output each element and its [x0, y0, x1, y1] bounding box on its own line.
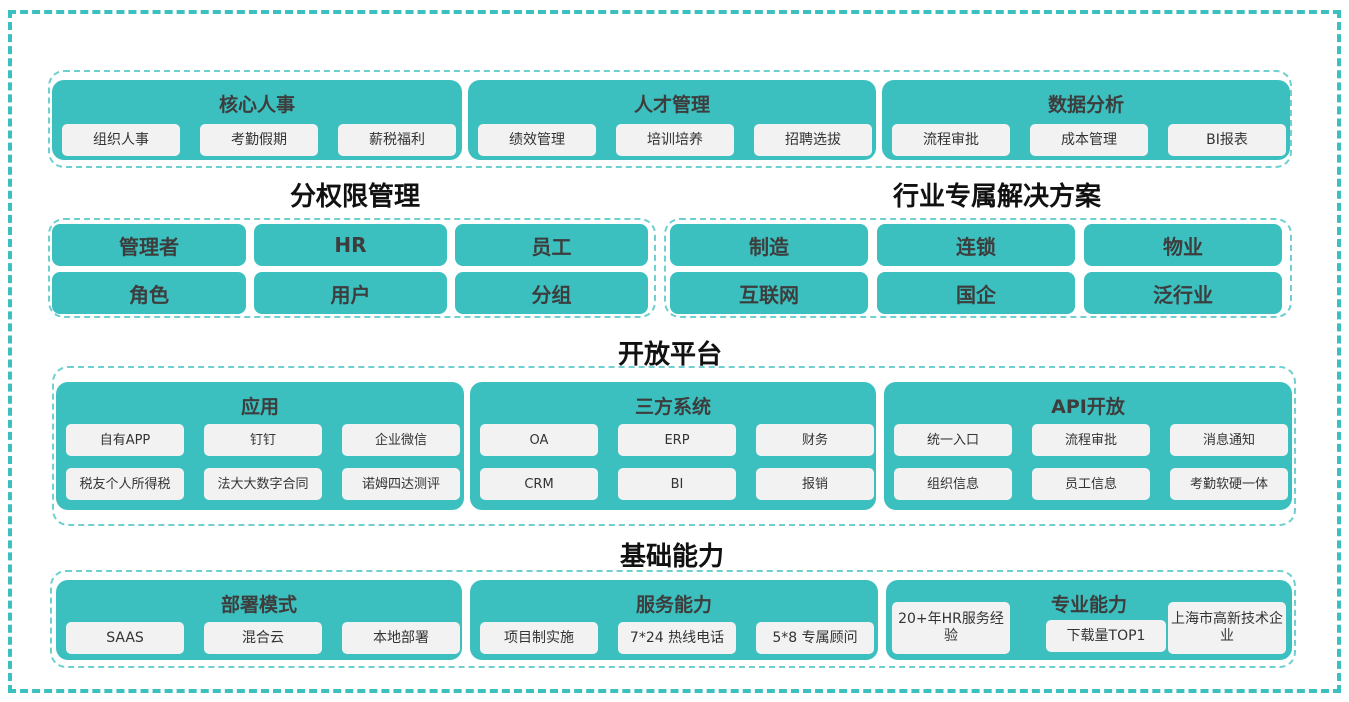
feature-chip[interactable]: 20+年HR服务经验: [892, 602, 1010, 654]
industry-cell[interactable]: 制造: [670, 224, 868, 266]
module-panel: 数据分析流程审批成本管理 BI报表: [882, 80, 1290, 160]
feature-chip[interactable]: 钉钉: [204, 424, 322, 456]
feature-chip[interactable]: 考勤软硬一体: [1170, 468, 1288, 500]
feature-chip[interactable]: 诺姆四达测评: [342, 468, 460, 500]
feature-chip[interactable]: 考勤假期: [200, 124, 318, 156]
platform-panel: 三方系统 OA ERP 财务 CRM BI 报销: [470, 382, 876, 510]
panel-title: 应用: [240, 396, 279, 418]
permission-cell[interactable]: HR: [254, 224, 447, 266]
feature-chip[interactable]: 税友个人所得税: [66, 468, 184, 500]
feature-chip[interactable]: 员工信息: [1032, 468, 1150, 500]
feature-chip[interactable]: 本地部署: [342, 622, 460, 654]
module-panel: 人才管理绩效管理培训培养招聘选拔: [468, 80, 876, 160]
panel-title: 核心人事: [218, 94, 295, 116]
industry-cell[interactable]: 连锁: [877, 224, 1075, 266]
capability-panel: 服务能力项目制实施 7*24 热线电话 5*8 专属顾问: [470, 580, 878, 660]
industry-group: [664, 218, 1292, 318]
platform-panel: API开放统一入口流程审批消息通知组织信息员工信息考勤软硬一体: [884, 382, 1292, 510]
section-title-open: 开放平台: [617, 340, 723, 370]
feature-chip[interactable]: 下载量TOP1: [1046, 620, 1166, 652]
feature-chip[interactable]: OA: [480, 424, 598, 456]
capability-panel: 部署模式 SAAS 混合云本地部署: [56, 580, 462, 660]
feature-chip[interactable]: 报销: [756, 468, 874, 500]
permission-cell[interactable]: 分组: [455, 272, 648, 314]
module-group-core: [48, 70, 1292, 168]
panel-title: 人才管理: [633, 94, 710, 116]
feature-chip[interactable]: 组织人事: [62, 124, 180, 156]
feature-chip[interactable]: 项目制实施: [480, 622, 598, 654]
feature-chip[interactable]: 混合云: [204, 622, 322, 654]
feature-chip[interactable]: 法大大数字合同: [204, 468, 322, 500]
panel-title: 专业能力: [1050, 594, 1127, 616]
feature-chip[interactable]: 自有APP: [66, 424, 184, 456]
section-title-base: 基础能力: [619, 542, 725, 572]
industry-cell[interactable]: 国企: [877, 272, 1075, 314]
feature-chip[interactable]: SAAS: [66, 622, 184, 654]
panel-title: 部署模式: [220, 594, 297, 616]
permission-cell[interactable]: 角色: [52, 272, 246, 314]
open-platform-group: [52, 366, 1296, 526]
panel-title: 服务能力: [635, 594, 712, 616]
feature-chip[interactable]: CRM: [480, 468, 598, 500]
permission-cell[interactable]: 管理者: [52, 224, 246, 266]
permission-cell[interactable]: 用户: [254, 272, 447, 314]
platform-panel: 应用自有APP 钉钉企业微信税友个人所得税法大大数字合同诺姆四达测评: [56, 382, 464, 510]
feature-chip[interactable]: 统一入口: [894, 424, 1012, 456]
panel-title: 数据分析: [1047, 94, 1124, 116]
feature-chip[interactable]: ERP: [618, 424, 736, 456]
feature-chip[interactable]: 消息通知: [1170, 424, 1288, 456]
industry-cell[interactable]: 物业: [1084, 224, 1282, 266]
section-title-industry: 行业专属解决方案: [892, 182, 1102, 212]
feature-chip[interactable]: 薪税福利: [338, 124, 456, 156]
feature-chip[interactable]: 招聘选拔: [754, 124, 872, 156]
panel-title: API开放: [1051, 396, 1125, 418]
feature-chip[interactable]: 成本管理: [1030, 124, 1148, 156]
feature-chip[interactable]: 企业微信: [342, 424, 460, 456]
industry-cell[interactable]: 互联网: [670, 272, 868, 314]
feature-chip[interactable]: 流程审批: [892, 124, 1010, 156]
industry-cell[interactable]: 泛行业: [1084, 272, 1282, 314]
feature-chip[interactable]: 上海市高新技术企业: [1168, 602, 1286, 654]
feature-chip[interactable]: 组织信息: [894, 468, 1012, 500]
feature-chip[interactable]: 5*8 专属顾问: [756, 622, 874, 654]
feature-chip[interactable]: BI报表: [1168, 124, 1286, 156]
outer-frame: [8, 10, 1341, 693]
module-panel: 核心人事组织人事考勤假期薪税福利: [52, 80, 462, 160]
feature-chip[interactable]: BI: [618, 468, 736, 500]
permission-cell[interactable]: 员工: [455, 224, 648, 266]
feature-chip[interactable]: 培训培养: [616, 124, 734, 156]
feature-chip[interactable]: 绩效管理: [478, 124, 596, 156]
feature-chip[interactable]: 财务: [756, 424, 874, 456]
permission-group: [48, 218, 656, 318]
feature-chip[interactable]: 流程审批: [1032, 424, 1150, 456]
panel-title: 三方系统: [634, 396, 711, 418]
feature-chip[interactable]: 7*24 热线电话: [618, 622, 736, 654]
base-capability-group: [50, 570, 1296, 668]
section-title-permission: 分权限管理: [289, 182, 421, 212]
